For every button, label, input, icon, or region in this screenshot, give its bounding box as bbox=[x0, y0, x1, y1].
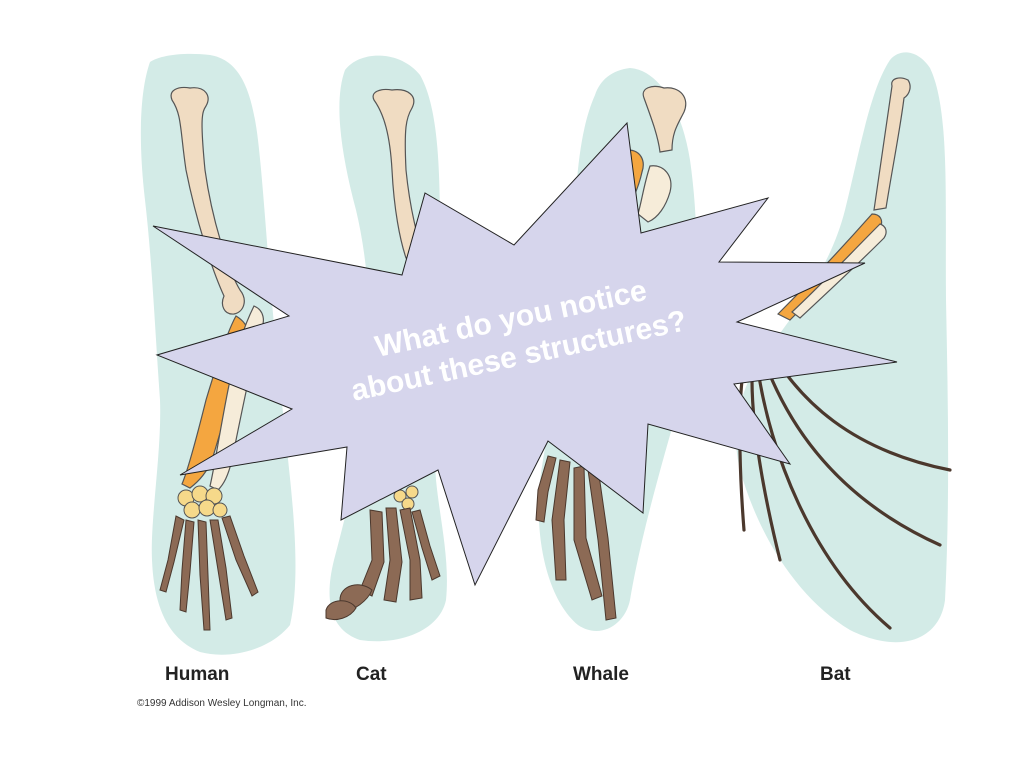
bat-digits bbox=[738, 348, 952, 630]
label-human: Human bbox=[165, 664, 230, 685]
cat-wrist bbox=[393, 485, 419, 511]
human-wrist bbox=[177, 485, 228, 519]
starburst-shape bbox=[152, 121, 898, 587]
label-cat: Cat bbox=[356, 664, 387, 685]
cat-paw bbox=[325, 507, 441, 621]
bat-humerus bbox=[873, 77, 911, 211]
whale-ulna bbox=[637, 165, 672, 223]
human-humerus bbox=[170, 86, 245, 315]
cat-humerus bbox=[372, 88, 425, 259]
whale-flipper bbox=[535, 455, 617, 621]
bat-limb bbox=[736, 52, 952, 643]
copyright-credit: ©1999 Addison Wesley Longman, Inc. bbox=[137, 698, 307, 709]
label-whale: Whale bbox=[573, 664, 629, 685]
human-hand bbox=[159, 515, 259, 631]
label-bat: Bat bbox=[820, 664, 851, 685]
whale-humerus bbox=[642, 85, 687, 153]
bat-silhouette bbox=[736, 52, 949, 643]
